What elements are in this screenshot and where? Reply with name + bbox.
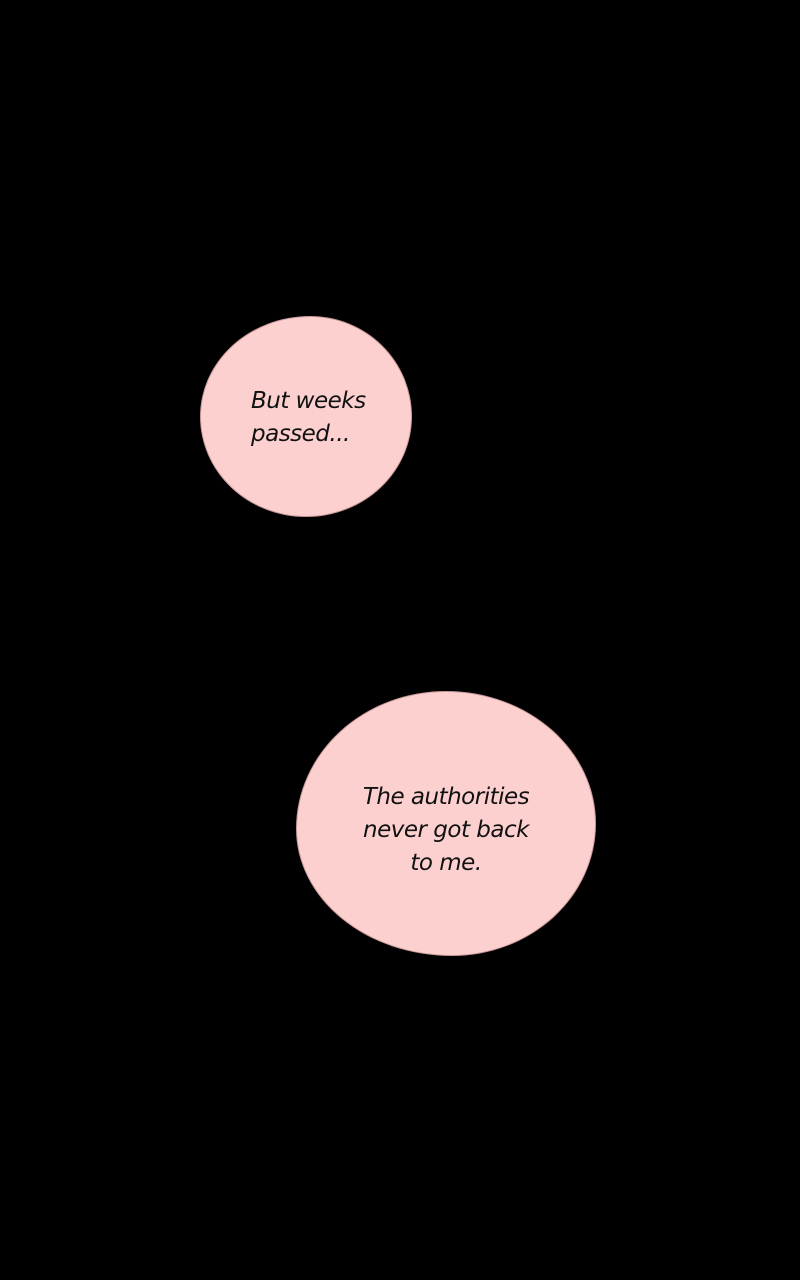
text-line: passed... <box>251 421 350 447</box>
speech-bubble-2 <box>296 691 596 956</box>
text-line: to me. <box>410 850 482 876</box>
text-line: But weeks <box>251 388 366 414</box>
speech-bubble-1 <box>200 316 412 517</box>
text-line: never got back <box>363 817 529 843</box>
text-line: The authorities <box>362 784 530 810</box>
speech-bubble-1-text: But weeks passed... <box>251 385 366 451</box>
speech-bubble-2-text: The authorities never got back to me. <box>346 781 546 880</box>
